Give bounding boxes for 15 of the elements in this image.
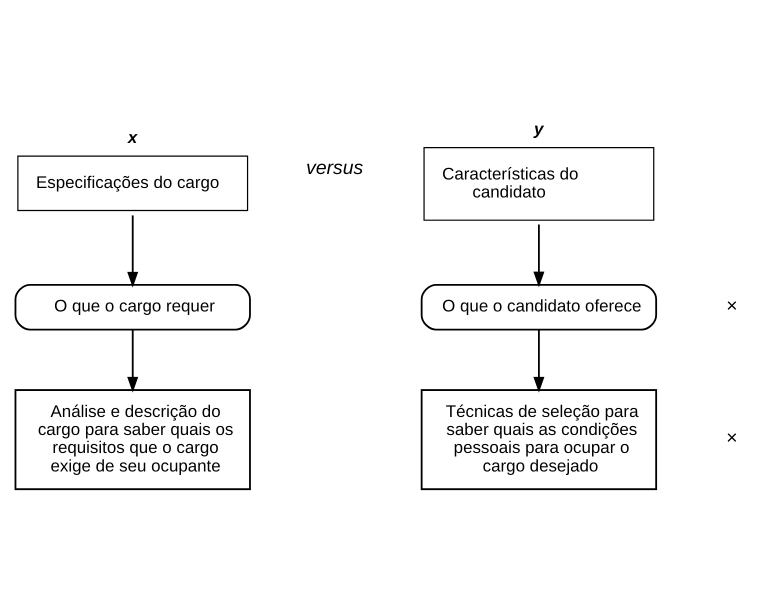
node-box: O que o candidato oferece: [420, 284, 658, 330]
node-box: Técnicas de seleção para saber quais as condições pessoais para ocupar o cargo desejado: [420, 389, 658, 490]
arrow: [127, 215, 138, 288]
node-box: Análise e descrição do cargo para saber quais os requisitos que o cargo exige de seu ocupante: [14, 389, 251, 490]
label: ×: [726, 294, 738, 317]
arrow: [127, 330, 138, 393]
node-box: O que o cargo requer: [14, 284, 251, 330]
arrow: [533, 330, 544, 393]
node-box: Características do candidato: [423, 147, 654, 221]
arrow: [533, 224, 544, 288]
node-box: Especificações do cargo: [17, 156, 248, 212]
node-label: y: [534, 120, 544, 139]
label: versus: [306, 157, 364, 180]
label: ×: [726, 427, 738, 450]
node-label: x: [128, 128, 138, 148]
